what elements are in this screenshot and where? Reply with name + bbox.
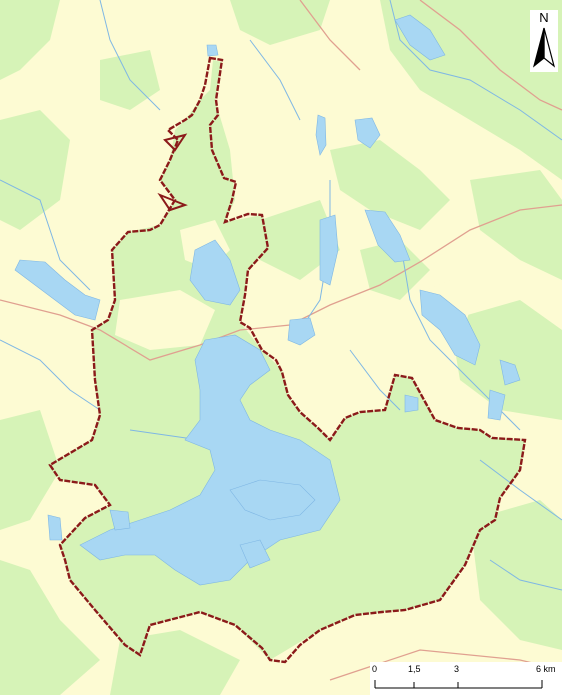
scale-bar: 0 1,5 3 6 km	[370, 662, 562, 695]
north-arrow-icon	[532, 27, 556, 68]
open-land-patches	[0, 220, 470, 405]
north-label: N	[539, 10, 549, 25]
boundary-notch	[163, 133, 188, 152]
protected-area-boundary	[48, 56, 527, 664]
scale-label-1-5: 1,5	[408, 664, 421, 674]
north-arrow: N	[530, 10, 558, 72]
scale-label-3: 3	[454, 664, 460, 674]
scale-label-6-km: 6 km	[536, 664, 556, 674]
lakes	[14, 14, 521, 586]
scale-bar-graphic	[374, 680, 543, 689]
boundary-notch	[157, 192, 188, 212]
scale-label-0: 0	[372, 664, 378, 674]
rivers	[0, 0, 562, 591]
